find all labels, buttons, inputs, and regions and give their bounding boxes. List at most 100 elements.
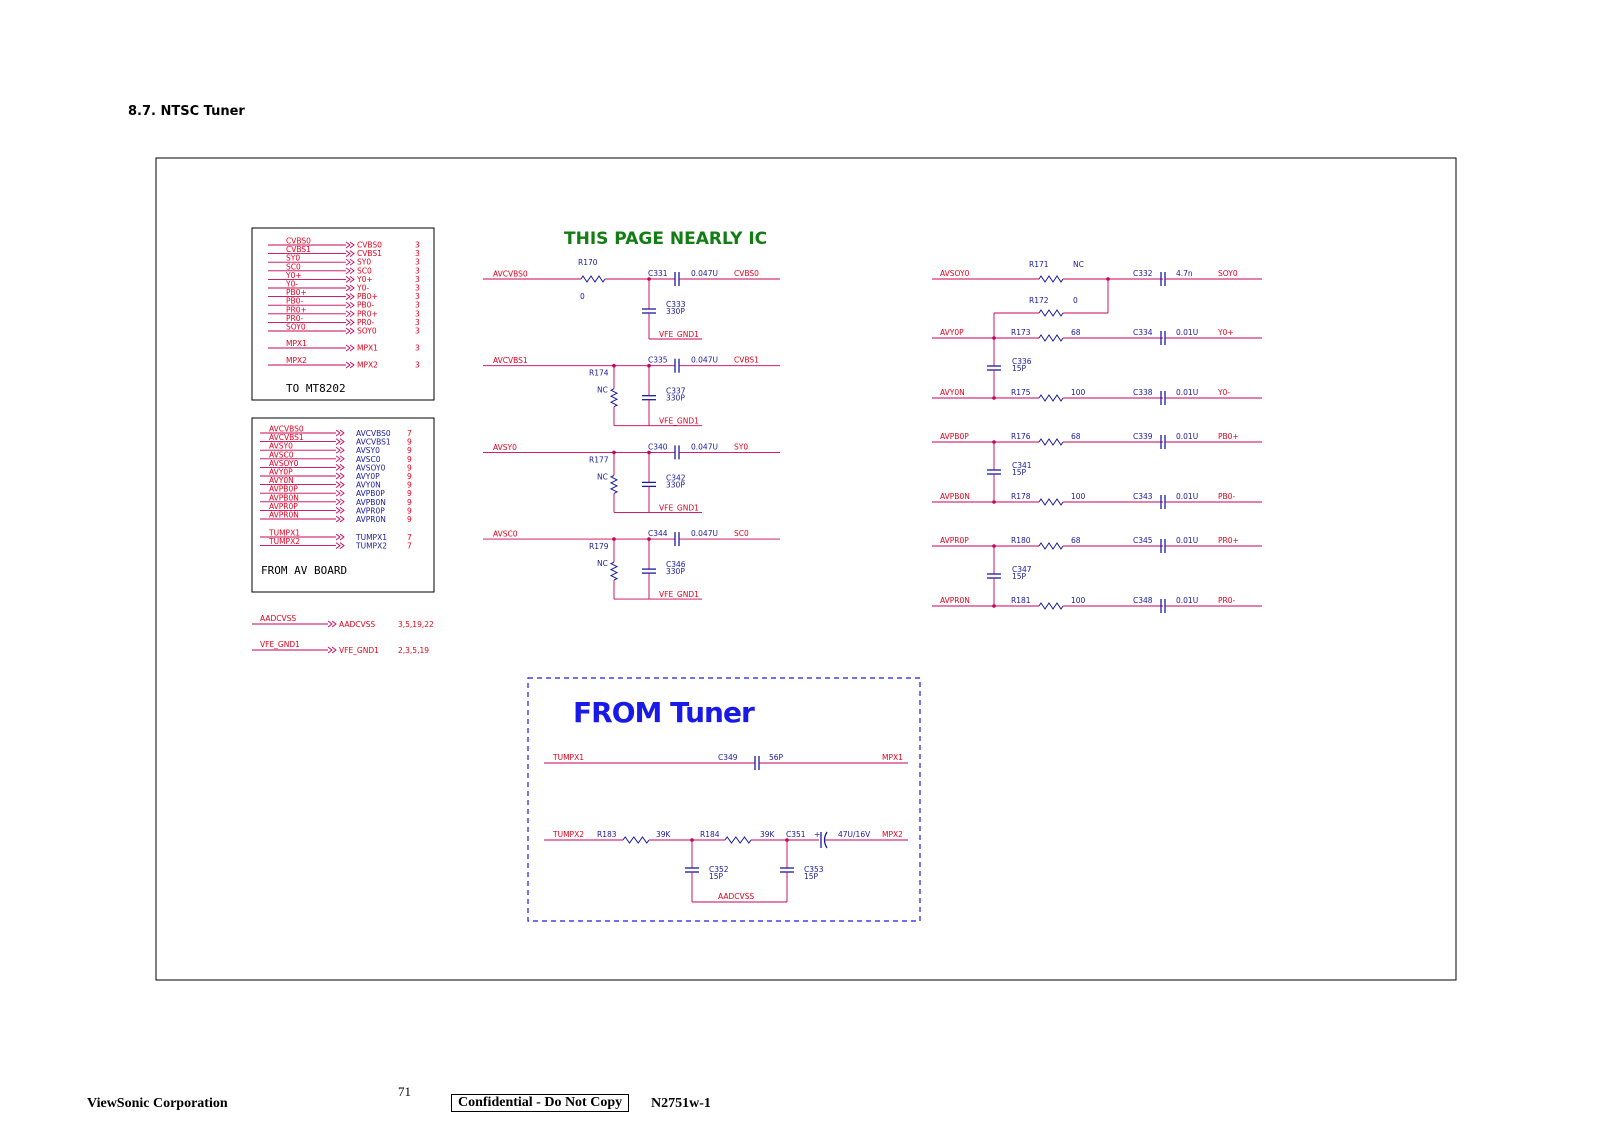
port-arrow-icon — [335, 542, 345, 549]
note-title: THIS PAGE NEARLY IC — [564, 229, 767, 249]
port-page-ref: 9 — [407, 463, 412, 472]
port-name: MPX1 — [357, 344, 378, 353]
resistor-symbol — [1038, 438, 1064, 446]
port-arrow-icon — [345, 241, 355, 249]
page-title: 8.7. NTSC Tuner — [128, 104, 245, 119]
resistor-ref: R173 — [1011, 328, 1031, 337]
ground-net-label: VFE_GND1 — [659, 503, 699, 512]
port-name: PR0- — [357, 318, 375, 327]
resistor-value: 39K — [760, 830, 776, 839]
channel-output-label: CVBS1 — [734, 356, 759, 365]
capacitor-ref: C335 — [648, 356, 668, 365]
ground-net-label: VFE_GND1 — [659, 417, 699, 426]
resistor-value: 0 — [1073, 296, 1078, 305]
port-net-label: AVSC0 — [269, 450, 294, 459]
resistor-ref: R176 — [1011, 432, 1031, 441]
port-arrow-icon — [327, 646, 337, 654]
channel-output-label: MPX1 — [882, 753, 903, 762]
port-name: AVPR0N — [356, 515, 386, 524]
port-page-ref: 9 — [407, 472, 412, 481]
port-net-label: AVY0N — [269, 476, 294, 485]
port-arrow-icon — [335, 489, 345, 497]
port-net-label: AVPR0P — [269, 502, 298, 511]
port-page-ref: 3 — [415, 344, 420, 353]
port-page-ref: 3 — [415, 284, 420, 293]
resistor-value: NC — [1073, 260, 1084, 269]
resistor-ref: R178 — [1011, 492, 1031, 501]
resistor-value: NC — [597, 472, 608, 481]
capacitor-value: 15P — [1012, 468, 1027, 477]
tuner-title: FROM Tuner — [573, 696, 755, 729]
resistor-symbol — [1038, 334, 1064, 342]
port-net-label: CVBS1 — [286, 245, 311, 254]
port-name: CVBS1 — [357, 249, 382, 258]
capacitor-value: 4.7n — [1176, 269, 1193, 278]
channel-output-label: PB0+ — [1218, 432, 1239, 441]
port-name: SY0 — [357, 258, 371, 267]
power-port-name: VFE_GND1 — [339, 646, 379, 655]
port-name: SOY0 — [357, 327, 377, 336]
resistor-symbol — [724, 836, 752, 844]
port-net-label: PB0+ — [286, 288, 307, 297]
capacitor-ref: C340 — [648, 442, 668, 451]
port-net-label: AVSOY0 — [269, 459, 299, 468]
port-arrow-icon — [345, 267, 355, 275]
channel-output-label: PR0+ — [1218, 536, 1239, 545]
channel-output-label: CVBS0 — [734, 269, 759, 278]
capacitor-ref: C349 — [718, 753, 738, 762]
port-net-label: PR0+ — [286, 305, 307, 314]
capacitor-ref: C352 — [709, 865, 729, 874]
port-net-label: AVY0P — [269, 468, 293, 477]
resistor-symbol — [609, 561, 619, 581]
port-arrow-icon — [335, 438, 345, 445]
capacitor-ref: C347 — [1012, 565, 1032, 574]
resistor-value: 68 — [1071, 328, 1081, 337]
channel-input-label: AVSY0 — [493, 443, 517, 452]
port-name: AVSOY0 — [356, 463, 386, 472]
schematic-frame — [155, 157, 1457, 981]
footer-company: ViewSonic Corporation — [87, 1096, 228, 1111]
resistor-value: 68 — [1071, 432, 1081, 441]
port-page-ref: 3 — [415, 327, 420, 336]
resistor-ref: R180 — [1011, 536, 1031, 545]
port-name: AVSC0 — [356, 455, 381, 464]
port-arrow-icon — [345, 301, 355, 309]
channel-input-label: AVCVBS1 — [493, 356, 528, 365]
port-page-ref: 3 — [415, 361, 420, 370]
port-arrow-icon — [327, 620, 337, 628]
channel-output-label: PR0- — [1218, 596, 1236, 605]
channel-output-label: Y0- — [1217, 388, 1230, 397]
capacitor-ref: C344 — [648, 529, 668, 538]
resistor-ref: R179 — [589, 542, 609, 551]
resistor-value: NC — [597, 386, 608, 395]
port-arrow-icon — [345, 310, 355, 318]
capacitor-value: 15P — [709, 872, 724, 881]
resistor-symbol — [1038, 498, 1064, 506]
port-arrow-icon — [335, 464, 345, 471]
resistor-ref: R184 — [700, 830, 720, 839]
capacitor-ref: C337 — [666, 387, 686, 396]
port-page-ref: 7 — [407, 542, 412, 551]
capacitor-ref: C353 — [804, 865, 824, 874]
port-page-ref: 7 — [407, 533, 412, 542]
port-net-label: AVSY0 — [269, 442, 293, 451]
port-page-ref: 3 — [415, 318, 420, 327]
to-mt8202-label: TO MT8202 — [286, 382, 346, 395]
capacitor-value: 330P — [666, 394, 685, 403]
capacitor-value: 56P — [769, 753, 784, 762]
capacitor-value: 330P — [666, 480, 685, 489]
resistor-symbol — [1038, 542, 1064, 550]
port-arrow-icon — [335, 446, 345, 454]
channel-output-label: Y0+ — [1217, 328, 1234, 337]
capacitor-ref: C339 — [1133, 432, 1153, 441]
resistor-symbol — [609, 388, 619, 408]
channel-output-label: MPX2 — [882, 830, 903, 839]
channel-input-label: AVCVBS0 — [493, 270, 528, 279]
resistor-ref: R177 — [589, 455, 609, 464]
port-arrow-icon — [345, 276, 355, 283]
resistor-ref: R174 — [589, 369, 609, 378]
port-arrow-icon — [335, 481, 345, 488]
port-name: MPX2 — [357, 361, 378, 370]
resistor-ref: R171 — [1029, 260, 1049, 269]
